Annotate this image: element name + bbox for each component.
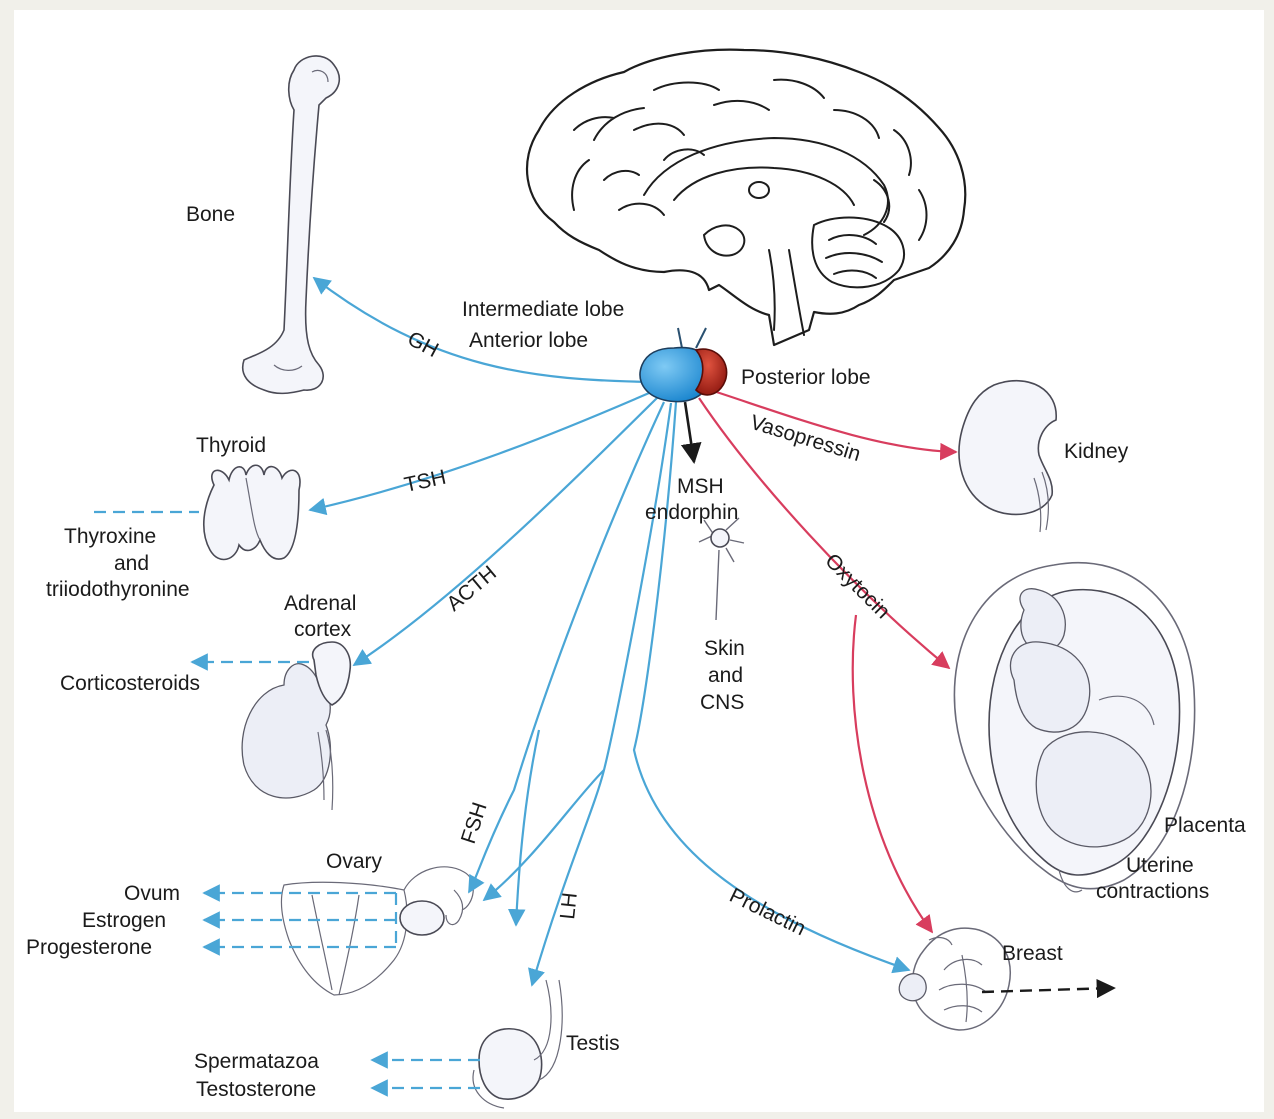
kidney-illustration xyxy=(959,381,1056,532)
hormone-vasopressin: Vasopressin xyxy=(748,411,864,466)
adrenal-kidney-illustration xyxy=(242,642,350,810)
hormone-lh: LH xyxy=(556,891,582,920)
diagram-svg: Bone Intermediate lobe Anterior lobe Pos… xyxy=(14,10,1264,1112)
neuron-illustration xyxy=(699,518,744,620)
label-uterine: Uterine xyxy=(1126,854,1194,877)
hormone-tsh: TSH xyxy=(402,466,448,497)
label-adrenal: Adrenal xyxy=(284,592,356,615)
label-contractions: contractions xyxy=(1096,880,1209,903)
hormone-fsh: FSH xyxy=(457,799,492,846)
breast-illustration xyxy=(899,928,1010,1030)
label-thyroxine: Thyroxine xyxy=(64,525,156,548)
label-skin: Skin xyxy=(704,637,745,660)
label-breast: Breast xyxy=(1002,942,1063,965)
label-testis: Testis xyxy=(566,1032,620,1055)
milk-ejection-arrow xyxy=(982,988,1114,992)
anterior-pathways xyxy=(94,278,909,1088)
pituitary-hormone-diagram: Bone Intermediate lobe Anterior lobe Pos… xyxy=(14,10,1264,1112)
label-posterior-lobe: Posterior lobe xyxy=(741,366,871,389)
label-thyroid: Thyroid xyxy=(196,434,266,457)
label-skin-and: and xyxy=(708,664,743,687)
label-ovum: Ovum xyxy=(124,882,180,905)
testis-illustration xyxy=(473,980,562,1108)
pituitary-gland xyxy=(640,328,727,402)
posterior-pathways xyxy=(699,388,956,932)
label-spermatazoa: Spermatazoa xyxy=(194,1050,319,1073)
msh-pathway-arrow xyxy=(685,402,694,462)
label-estrogen: Estrogen xyxy=(82,909,166,932)
label-cns: CNS xyxy=(700,691,744,714)
label-testosterone: Testosterone xyxy=(196,1078,316,1101)
hormone-acth: ACTH xyxy=(442,561,501,615)
label-thyroxine-and: and xyxy=(114,552,149,575)
label-intermediate-lobe: Intermediate lobe xyxy=(462,298,624,321)
label-endorphin: endorphin xyxy=(645,501,738,524)
label-placenta: Placenta xyxy=(1164,814,1246,837)
label-ovary: Ovary xyxy=(326,850,383,873)
label-anterior-lobe: Anterior lobe xyxy=(469,329,588,352)
hormone-oxytocin: Oxytocin xyxy=(820,549,894,623)
label-progesterone: Progesterone xyxy=(26,936,152,959)
uterus-fetus-illustration xyxy=(954,563,1194,892)
label-corticosteroids: Corticosteroids xyxy=(60,672,200,695)
label-msh: MSH xyxy=(677,475,724,498)
hormone-prolactin: Prolactin xyxy=(726,884,810,940)
label-kidney: Kidney xyxy=(1064,440,1129,463)
bone-illustration xyxy=(243,56,340,393)
label-adrenal-cortex: cortex xyxy=(294,618,352,641)
thyroid-illustration xyxy=(204,465,300,559)
label-triiodothyronine: triiodothyronine xyxy=(46,578,190,601)
hormone-gh: GH xyxy=(404,327,443,362)
ovary-uterus-illustration xyxy=(282,867,474,995)
label-bone: Bone xyxy=(186,203,235,226)
